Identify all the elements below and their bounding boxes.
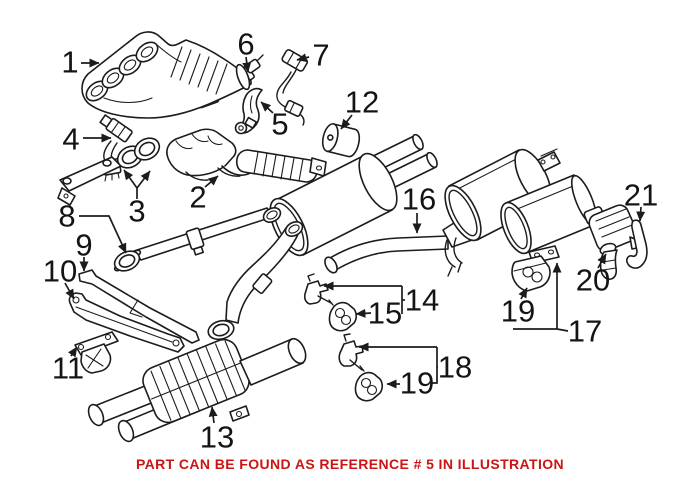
callout-number-14: 14 [405, 283, 439, 318]
callout-number-4: 4 [62, 122, 79, 157]
callout-number-3: 3 [128, 194, 145, 229]
callout-number-10: 10 [43, 254, 77, 289]
part-15-rubber-mount [328, 301, 358, 332]
callout-number-9: 9 [75, 228, 92, 263]
part-3-gaskets [116, 137, 161, 169]
part-16-rear-pipe [324, 235, 449, 274]
leader-line [556, 328, 569, 332]
leader-line [296, 53, 310, 63]
part-8-front-pipe [113, 207, 273, 272]
callout-number-19: 19 [501, 294, 535, 329]
callout-number-16: 16 [402, 182, 436, 217]
part-13-center-resonator [87, 337, 307, 443]
leader-line [518, 287, 528, 300]
callout-number-17: 17 [568, 314, 602, 349]
leader-line [67, 346, 78, 358]
callout-number-11: 11 [52, 351, 84, 386]
callout-number-20: 20 [576, 263, 610, 298]
part-5-sensor-bracket [234, 87, 263, 135]
leader-line [340, 114, 353, 130]
callout-number-6: 6 [237, 27, 254, 62]
muffler-inlet-ports [262, 206, 304, 238]
part-18-clamp [338, 333, 365, 372]
part-17-hanger-assembly [511, 245, 560, 292]
part-12-vibration-damper [321, 123, 361, 158]
callout-number-1: 1 [61, 45, 78, 80]
leader-line [136, 170, 151, 189]
callout-number-7: 7 [312, 38, 329, 73]
part-11-rubber-mount-bracket [74, 331, 119, 374]
front-pipe-s-bend [207, 227, 299, 341]
callout-number-8: 8 [58, 199, 75, 234]
leader-line [355, 308, 372, 318]
callout-number-5: 5 [271, 107, 288, 142]
part-19-rubber-mount [354, 371, 384, 402]
callout-number-19: 19 [400, 366, 434, 401]
leader-line [260, 101, 274, 114]
leader-line [204, 175, 219, 188]
leader-line [597, 253, 607, 269]
callout-number-18: 18 [438, 350, 472, 385]
part-14-clamp [303, 273, 334, 306]
leader-line [431, 347, 438, 384]
callout-number-12: 12 [345, 85, 379, 120]
leader-line [242, 56, 252, 73]
reference-caption: PART CAN BE FOUND AS REFERENCE # 5 IN IL… [135, 456, 565, 472]
callout-number-15: 15 [368, 296, 402, 331]
leader-line [208, 406, 218, 424]
leader-line [79, 215, 127, 254]
leader-line [64, 282, 75, 300]
callout-number-2: 2 [189, 180, 206, 215]
leader-line [636, 206, 646, 222]
part-7-oxygen-sensor [276, 49, 309, 126]
rear-muffler [442, 148, 605, 277]
part-1-exhaust-manifold-front [81, 31, 252, 119]
callout-number-13: 13 [200, 420, 234, 455]
part-9-support-brace [78, 269, 200, 344]
part-21-hook [626, 219, 648, 269]
callout-number-21: 21 [624, 178, 658, 213]
